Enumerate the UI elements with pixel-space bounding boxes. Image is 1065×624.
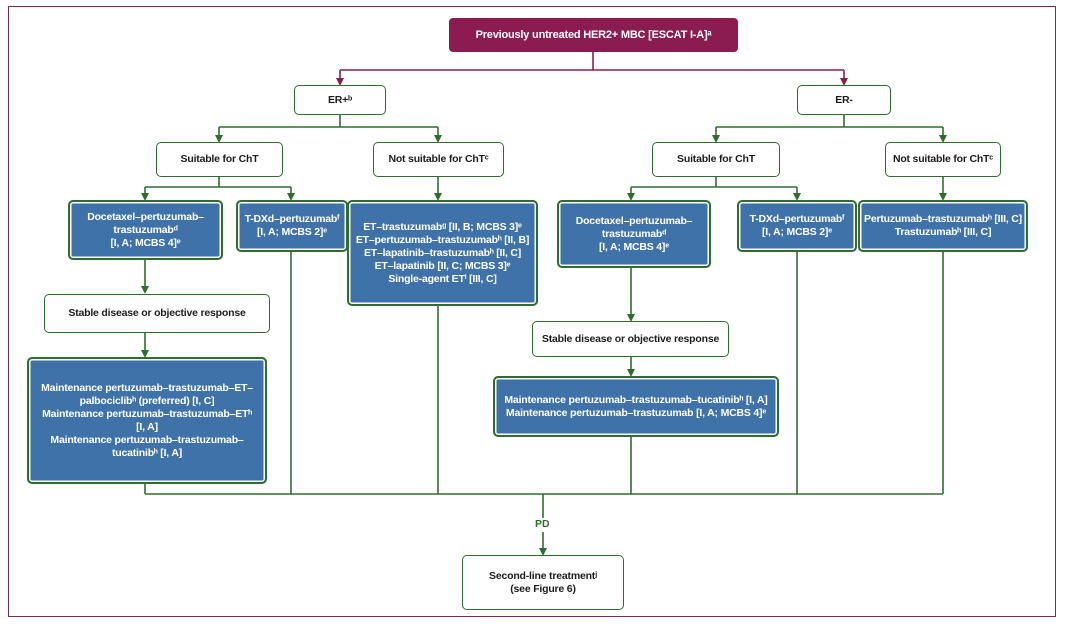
neg-docetaxel-line2: trastuzumabᵈ	[601, 227, 667, 240]
neg-suitable-label: Suitable for ChT	[677, 153, 755, 165]
pos-docetaxel-line2: trastuzumabᵈ	[113, 223, 178, 236]
pos-docetaxel-line3: [I, A; MCBS 4]ᵉ	[110, 236, 181, 249]
pos-et-node: ET–trastuzumabᵍ [II, B; MCBS 3]ᵉ ET–pert…	[347, 200, 538, 306]
er-positive-node: ER+ᵇ	[294, 85, 386, 115]
neg-suitable-node: Suitable for ChT	[652, 142, 780, 177]
pos-docetaxel-node: Docetaxel–pertuzumab– trastuzumabᵈ [I, A…	[68, 200, 223, 260]
neg-stable-node: Stable disease or objective response	[532, 321, 729, 357]
second-line-line2: (see Figure 6)	[510, 582, 576, 596]
pos-docetaxel-line1: Docetaxel–pertuzumab–	[87, 210, 204, 223]
pos-tdxd-line1: T-DXd–pertuzumabᶠ	[244, 213, 340, 225]
neg-docetaxel-node: Docetaxel–pertuzumab– trastuzumabᵈ [I, A…	[557, 200, 711, 268]
neg-maintenance-node: Maintenance pertuzumab–trastuzumab–tucat…	[493, 376, 779, 437]
neg-maintenance-line2: Maintenance pertuzumab–trastuzumab [I, A…	[505, 406, 767, 419]
second-line-line1: Second-line treatmentʲ	[489, 569, 597, 582]
pos-maintenance-line2: palbociclibʰ (preferred) [I, C]	[79, 394, 215, 407]
neg-pertuzumab-node: Pertuzumab–trastuzumabʰ [III, C] Trastuz…	[858, 200, 1028, 252]
neg-stable-label: Stable disease or objective response	[541, 332, 720, 345]
er-negative-node: ER-	[797, 85, 891, 115]
figure-frame	[8, 6, 1056, 617]
neg-docetaxel-line1: Docetaxel–pertuzumab–	[575, 214, 693, 227]
neg-tdxd-node: T-DXd–pertuzumabᶠ [I, A; MCBS 2]ᵉ	[737, 200, 857, 252]
pos-et-line3: ET–lapatinib–trastuzumabʰ [II, C]	[363, 246, 522, 259]
pos-stable-label: Stable disease or objective response	[68, 307, 246, 319]
root-node: Previously untreated HER2+ MBC [ESCAT I-…	[449, 18, 738, 52]
pos-maintenance-node: Maintenance pertuzumab–trastuzumab–ET– p…	[27, 357, 267, 484]
neg-pertuzumab-line1: Pertuzumab–trastuzumabʰ [III, C]	[864, 213, 1022, 225]
pos-not-suitable-node: Not suitable for ChTᶜ	[373, 142, 504, 177]
pos-maintenance-line6: tucatinibʰ [I, A]	[111, 446, 183, 459]
pos-tdxd-node: T-DXd–pertuzumabᶠ [I, A; MCBS 2]ᵉ	[236, 200, 348, 252]
pos-not-suitable-label: Not suitable for ChTᶜ	[388, 153, 489, 165]
neg-not-suitable-node: Not suitable for ChTᶜ	[885, 142, 1001, 177]
er-negative-label: ER-	[835, 93, 853, 106]
pos-et-line4: ET–lapatinib [II, C; MCBS 3]ᵉ	[374, 259, 511, 272]
pos-suitable-node: Suitable for ChT	[156, 142, 283, 177]
neg-tdxd-line2: [I, A; MCBS 2]ᵉ	[762, 226, 832, 238]
neg-pertuzumab-line2: Trastuzumabʰ [III, C]	[894, 226, 992, 238]
pos-et-line1: ET–trastuzumabᵍ [II, B; MCBS 3]ᵉ	[363, 220, 522, 233]
neg-docetaxel-line3: [I, A; MCBS 4]ᵉ	[599, 240, 669, 253]
pos-maintenance-line5: Maintenance pertuzumab–trastuzumab–	[50, 433, 244, 446]
neg-not-suitable-label: Not suitable for ChTᶜ	[892, 153, 994, 165]
pos-maintenance-line4: [I, A]	[136, 420, 158, 433]
second-line-prefix: (see	[510, 582, 534, 595]
figure-6-reference: Figure 6	[533, 582, 573, 595]
root-label: Previously untreated HER2+ MBC [ESCAT I-…	[475, 28, 712, 41]
pos-maintenance-line3: Maintenance pertuzumab–trastuzumab–ETʰ	[42, 407, 252, 420]
pos-maintenance-line1: Maintenance pertuzumab–trastuzumab–ET–	[41, 381, 253, 394]
second-line-node: Second-line treatmentʲ (see Figure 6)	[462, 555, 624, 610]
neg-maintenance-line1: Maintenance pertuzumab–trastuzumab–tucat…	[504, 393, 768, 406]
pd-label: PD	[535, 518, 550, 530]
pos-et-line2: ET–pertuzumab–trastuzumabʰ [II, B]	[355, 233, 530, 246]
pos-suitable-label: Suitable for ChT	[180, 153, 259, 165]
pos-stable-node: Stable disease or objective response	[44, 294, 270, 333]
second-line-suffix: )	[572, 582, 576, 595]
pos-et-line5: Single-agent ETⁱ [III, C]	[388, 272, 497, 285]
er-positive-label: ER+ᵇ	[327, 93, 353, 106]
neg-tdxd-line1: T-DXd–pertuzumabᶠ	[749, 213, 845, 225]
pos-tdxd-line2: [I, A; MCBS 2]ᵉ	[257, 226, 327, 238]
